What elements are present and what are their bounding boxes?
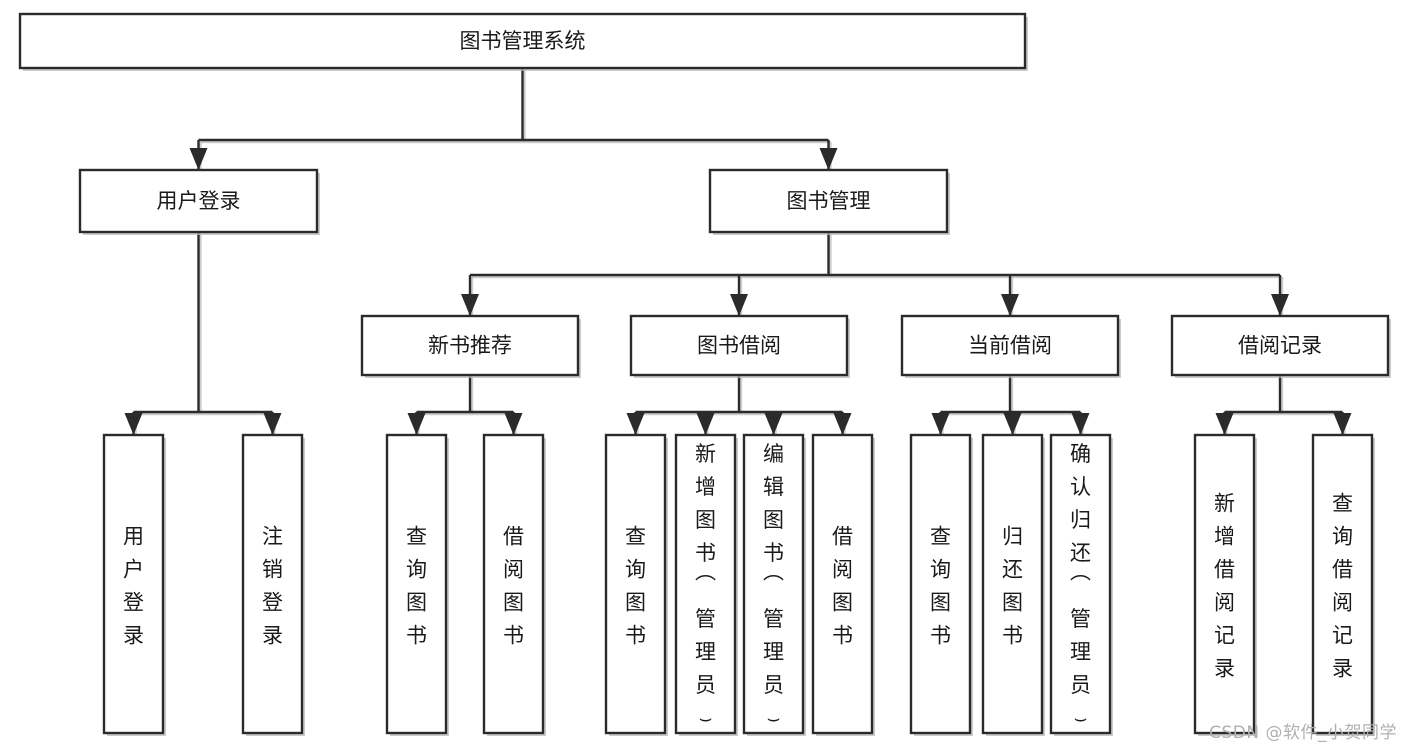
node-current-return-book[interactable]: 归还图书 [981,433,1045,736]
node-label-borrow-edit-book: 编辑图书⌒管理员⌣ [763,442,784,730]
arrow-head-icon [1333,413,1352,435]
node-box-new-book-recommend[interactable] [360,314,580,377]
node-borrow-add-book[interactable]: 新增图书⌒管理员⌣ [674,433,738,736]
node-label-user-login: 用户登录 [157,189,241,213]
arrow-head-icon [1071,413,1090,435]
arrow-head-icon [504,413,523,435]
node-label-current-borrow: 当前借阅 [968,334,1052,358]
arrow-head-icon [124,413,143,435]
node-box-borrow-query-book[interactable] [604,433,667,735]
node-box-current-return-book[interactable] [981,433,1044,735]
node-label-borrow-query-book: 查询图书 [625,525,646,648]
node-box-book-manage[interactable] [708,168,949,234]
arrow-head-icon [730,294,748,316]
arrow-head-icon [461,294,479,316]
arrow-head-icon [626,413,645,435]
node-label-current-confirm-return: 确认归还⌒管理员⌣ [1070,442,1091,730]
arrow-head-icon [931,413,950,435]
node-label-record-query: 查询借阅记录 [1332,492,1353,681]
arrow-head-icon [696,413,715,435]
arrow-head-icon [1003,413,1022,435]
arrow-head-icon [263,413,282,435]
node-box-recommend-borrow-book[interactable] [482,433,545,735]
node-root[interactable]: 图书管理系统 [18,12,1028,71]
node-box-borrow-borrow-book[interactable] [811,433,874,735]
node-label-recommend-borrow-book: 借阅图书 [503,525,524,648]
node-label-recommend-query-book: 查询图书 [406,525,427,648]
node-box-user-login[interactable] [78,168,319,234]
node-box-borrow-add-book[interactable] [674,433,737,735]
node-record-add[interactable]: 新增借阅记录 [1193,433,1257,736]
node-box-borrow-record[interactable] [1170,314,1390,377]
node-book-borrow[interactable]: 图书借阅 [629,314,850,378]
node-book-manage[interactable]: 图书管理 [708,168,950,235]
arrow-head-icon [407,413,426,435]
node-label-book-manage: 图书管理 [787,189,871,213]
node-borrow-borrow-book[interactable]: 借阅图书 [811,433,875,736]
node-borrow-record[interactable]: 借阅记录 [1170,314,1391,378]
watermark-label: CSDN @软件_小贺同学 [1209,723,1397,743]
node-current-borrow[interactable]: 当前借阅 [900,314,1121,378]
node-current-query-book[interactable]: 查询图书 [909,433,973,736]
arrow-head-icon [1001,294,1019,316]
node-label-new-book-recommend: 新书推荐 [428,334,512,358]
arrow-head-icon [189,148,208,170]
node-layer: 图书管理系统用户登录图书管理用户登录注销登录新书推荐查询图书借阅图书图书借阅查询… [18,12,1391,736]
arrow-head-icon [833,413,852,435]
node-box-record-add[interactable] [1193,433,1256,735]
node-box-book-borrow[interactable] [629,314,849,377]
node-label-borrow-borrow-book: 借阅图书 [832,525,853,648]
node-recommend-query-book[interactable]: 查询图书 [385,433,449,736]
node-box-record-query[interactable] [1311,433,1374,735]
node-label-current-return-book: 归还图书 [1002,525,1023,648]
node-box-user-login-logout[interactable] [241,433,304,735]
node-box-borrow-edit-book[interactable] [742,433,805,735]
node-recommend-borrow-book[interactable]: 借阅图书 [482,433,546,736]
node-box-current-confirm-return[interactable] [1049,433,1112,735]
node-borrow-query-book[interactable]: 查询图书 [604,433,668,736]
node-box-recommend-query-book[interactable] [385,433,448,735]
arrow-head-icon [764,413,783,435]
node-label-current-query-book: 查询图书 [930,525,951,648]
node-label-root: 图书管理系统 [460,29,586,53]
node-label-borrow-add-book: 新增图书⌒管理员⌣ [695,442,716,730]
connector-layer [124,68,1352,437]
node-label-borrow-record: 借阅记录 [1238,334,1322,358]
node-user-login-logout[interactable]: 注销登录 [241,433,305,736]
node-box-user-login-login[interactable] [102,433,165,735]
arrow-head-icon [819,148,838,170]
node-current-confirm-return[interactable]: 确认归还⌒管理员⌣ [1049,433,1113,736]
node-new-book-recommend[interactable]: 新书推荐 [360,314,581,378]
node-user-login[interactable]: 用户登录 [78,168,320,235]
arrow-head-icon [1271,294,1289,316]
node-box-root[interactable] [18,12,1027,70]
node-label-user-login-logout: 注销登录 [262,525,283,648]
node-borrow-edit-book[interactable]: 编辑图书⌒管理员⌣ [742,433,806,736]
node-label-user-login-login: 用户登录 [123,525,144,648]
arrow-head-icon [1215,413,1234,435]
node-label-book-borrow: 图书借阅 [697,334,781,358]
node-box-current-borrow[interactable] [900,314,1120,377]
node-user-login-login[interactable]: 用户登录 [102,433,166,736]
node-box-current-query-book[interactable] [909,433,972,735]
node-record-query[interactable]: 查询借阅记录 [1311,433,1375,736]
node-label-record-add: 新增借阅记录 [1214,492,1235,681]
